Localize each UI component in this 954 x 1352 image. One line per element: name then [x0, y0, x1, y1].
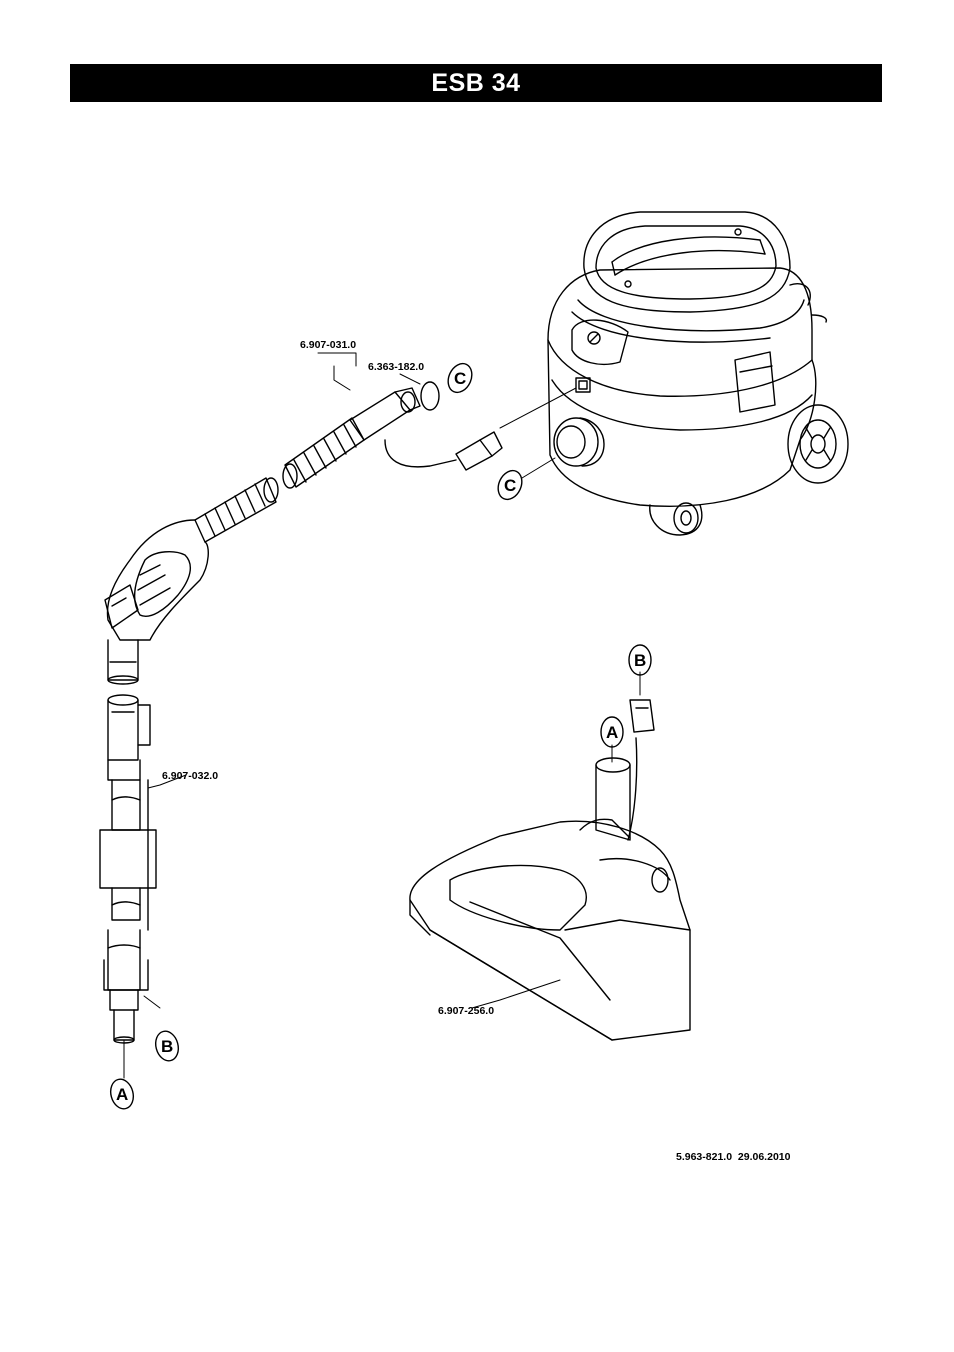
- callout-b-tube-label: B: [161, 1037, 173, 1056]
- callout-b-nozzle: B: [628, 644, 652, 676]
- document-footer: 5.963-821.0 29.06.2010: [676, 1151, 790, 1163]
- part-number-hose-assembly: 6.907-031.0: [300, 339, 356, 351]
- page-title: ESB 34: [431, 68, 521, 97]
- callout-c-lower-label: C: [504, 476, 516, 495]
- power-floor-nozzle: [409, 699, 691, 1041]
- part-number-o-ring: 6.363-182.0: [368, 361, 424, 373]
- callout-b-tube: B: [154, 1030, 180, 1062]
- extension-tube: [99, 694, 157, 1044]
- callout-a-nozzle-label: A: [606, 723, 618, 742]
- document-number: 5.963-821.0: [676, 1151, 733, 1163]
- callout-c-lower: C: [497, 469, 523, 501]
- callout-a-tube-label: A: [116, 1085, 128, 1104]
- page-title-bar: ESB 34: [70, 64, 882, 102]
- callout-a-tube: A: [109, 1078, 135, 1110]
- callout-c-upper: C: [447, 362, 473, 394]
- callout-a-nozzle: A: [600, 716, 624, 748]
- part-number-extension-tube: 6.907-032.0: [162, 770, 218, 782]
- o-ring-seal: [420, 381, 440, 411]
- part-number-power-nozzle: 6.907-256.0: [438, 1005, 494, 1017]
- callout-c-upper-label: C: [454, 369, 466, 388]
- hose-assembly: [104, 387, 503, 685]
- vacuum-cleaner-unit: [547, 211, 849, 536]
- leader-lines: [123, 352, 641, 1079]
- callout-b-nozzle-label: B: [634, 651, 646, 670]
- document-date: 29.06.2010: [737, 1151, 791, 1163]
